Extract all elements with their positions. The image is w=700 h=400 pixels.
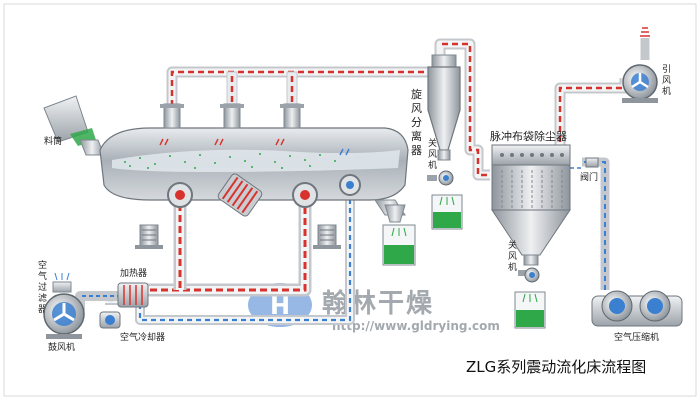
product-bin-3 — [514, 291, 546, 329]
fan-label-1: 引 — [662, 64, 671, 75]
feed-hopper: 料筒 — [43, 95, 105, 156]
airlock-b-label-2: 风 — [508, 251, 517, 262]
air-filter-label-5: 器 — [38, 304, 47, 315]
air-filter-label-1: 空 — [38, 259, 47, 271]
product-bin-2 — [431, 194, 463, 230]
heater: 加热器 — [117, 267, 149, 308]
cyclone-label-4: 离 — [411, 129, 422, 143]
airlock-valve-b: 关 风 机 — [508, 239, 540, 283]
cyclone-label-5: 器 — [411, 144, 422, 157]
airlock-valve-a: 关 风 机 — [427, 137, 454, 186]
vibrating-fluid-bed — [99, 103, 409, 249]
cyclone-label-1: 旋 — [411, 87, 422, 101]
blower-label: 鼓风机 — [48, 341, 75, 353]
cyclone-label-3: 分 — [411, 116, 422, 129]
watermark-url: http://www.gldrying.com — [332, 319, 500, 333]
airlock-a-label-3: 机 — [428, 159, 437, 171]
exhaust-header-pipe — [166, 55, 446, 110]
airlock-b-label-1: 关 — [508, 239, 517, 251]
product-particles — [124, 153, 336, 169]
air-cooler: 空气冷却器 — [99, 311, 165, 343]
fluid-bed-layer — [112, 149, 400, 172]
hot-air-marks — [159, 138, 285, 146]
watermark-logo-mark: H — [270, 292, 290, 320]
air-cooler-label: 空气冷却器 — [120, 331, 165, 343]
watermark-name: 翰林干燥 — [322, 288, 434, 319]
airlock-b-label-3: 机 — [508, 261, 517, 273]
valve: 阀门 — [580, 157, 599, 183]
air-filter-label-2: 气 — [38, 270, 47, 282]
cool-air-marks — [339, 148, 350, 156]
vibration-motor — [217, 173, 263, 217]
air-compressor: 空气压缩机 — [591, 290, 683, 343]
spring-supports — [135, 224, 341, 249]
airlock-a-label-1: 关 — [428, 137, 437, 149]
bag-filter-label: 脉冲布袋除尘器 — [490, 129, 567, 143]
blower: 鼓风机 — [43, 293, 85, 353]
airlock-a-label-2: 风 — [428, 149, 437, 160]
valve-label: 阀门 — [580, 171, 598, 183]
pulse-bag-filter: 脉冲布袋除尘器 — [490, 129, 571, 266]
air-filter-label-4: 滤 — [38, 292, 47, 304]
heater-label: 加热器 — [120, 267, 147, 279]
frame-border — [3, 3, 697, 397]
cyclone-separator: 旋 风 分 离 器 — [411, 54, 461, 161]
diagram-title: ZLG系列震动流化床流程图 — [466, 358, 646, 376]
hopper-label: 料筒 — [44, 135, 62, 147]
fan-label-2: 风 — [662, 75, 671, 86]
cyclone-label-2: 风 — [411, 102, 422, 115]
fan-label-3: 机 — [662, 85, 671, 97]
hot-air-supply-pipe — [145, 200, 312, 297]
induced-draft-fan: 引 风 机 — [622, 64, 671, 103]
product-bin-1 — [382, 204, 416, 266]
exhaust-nozzles — [160, 103, 304, 129]
compressor-label: 空气压缩机 — [614, 331, 659, 343]
air-filter-label-3: 过 — [38, 281, 47, 293]
air-filter: 空 气 过 滤 器 — [38, 259, 72, 315]
